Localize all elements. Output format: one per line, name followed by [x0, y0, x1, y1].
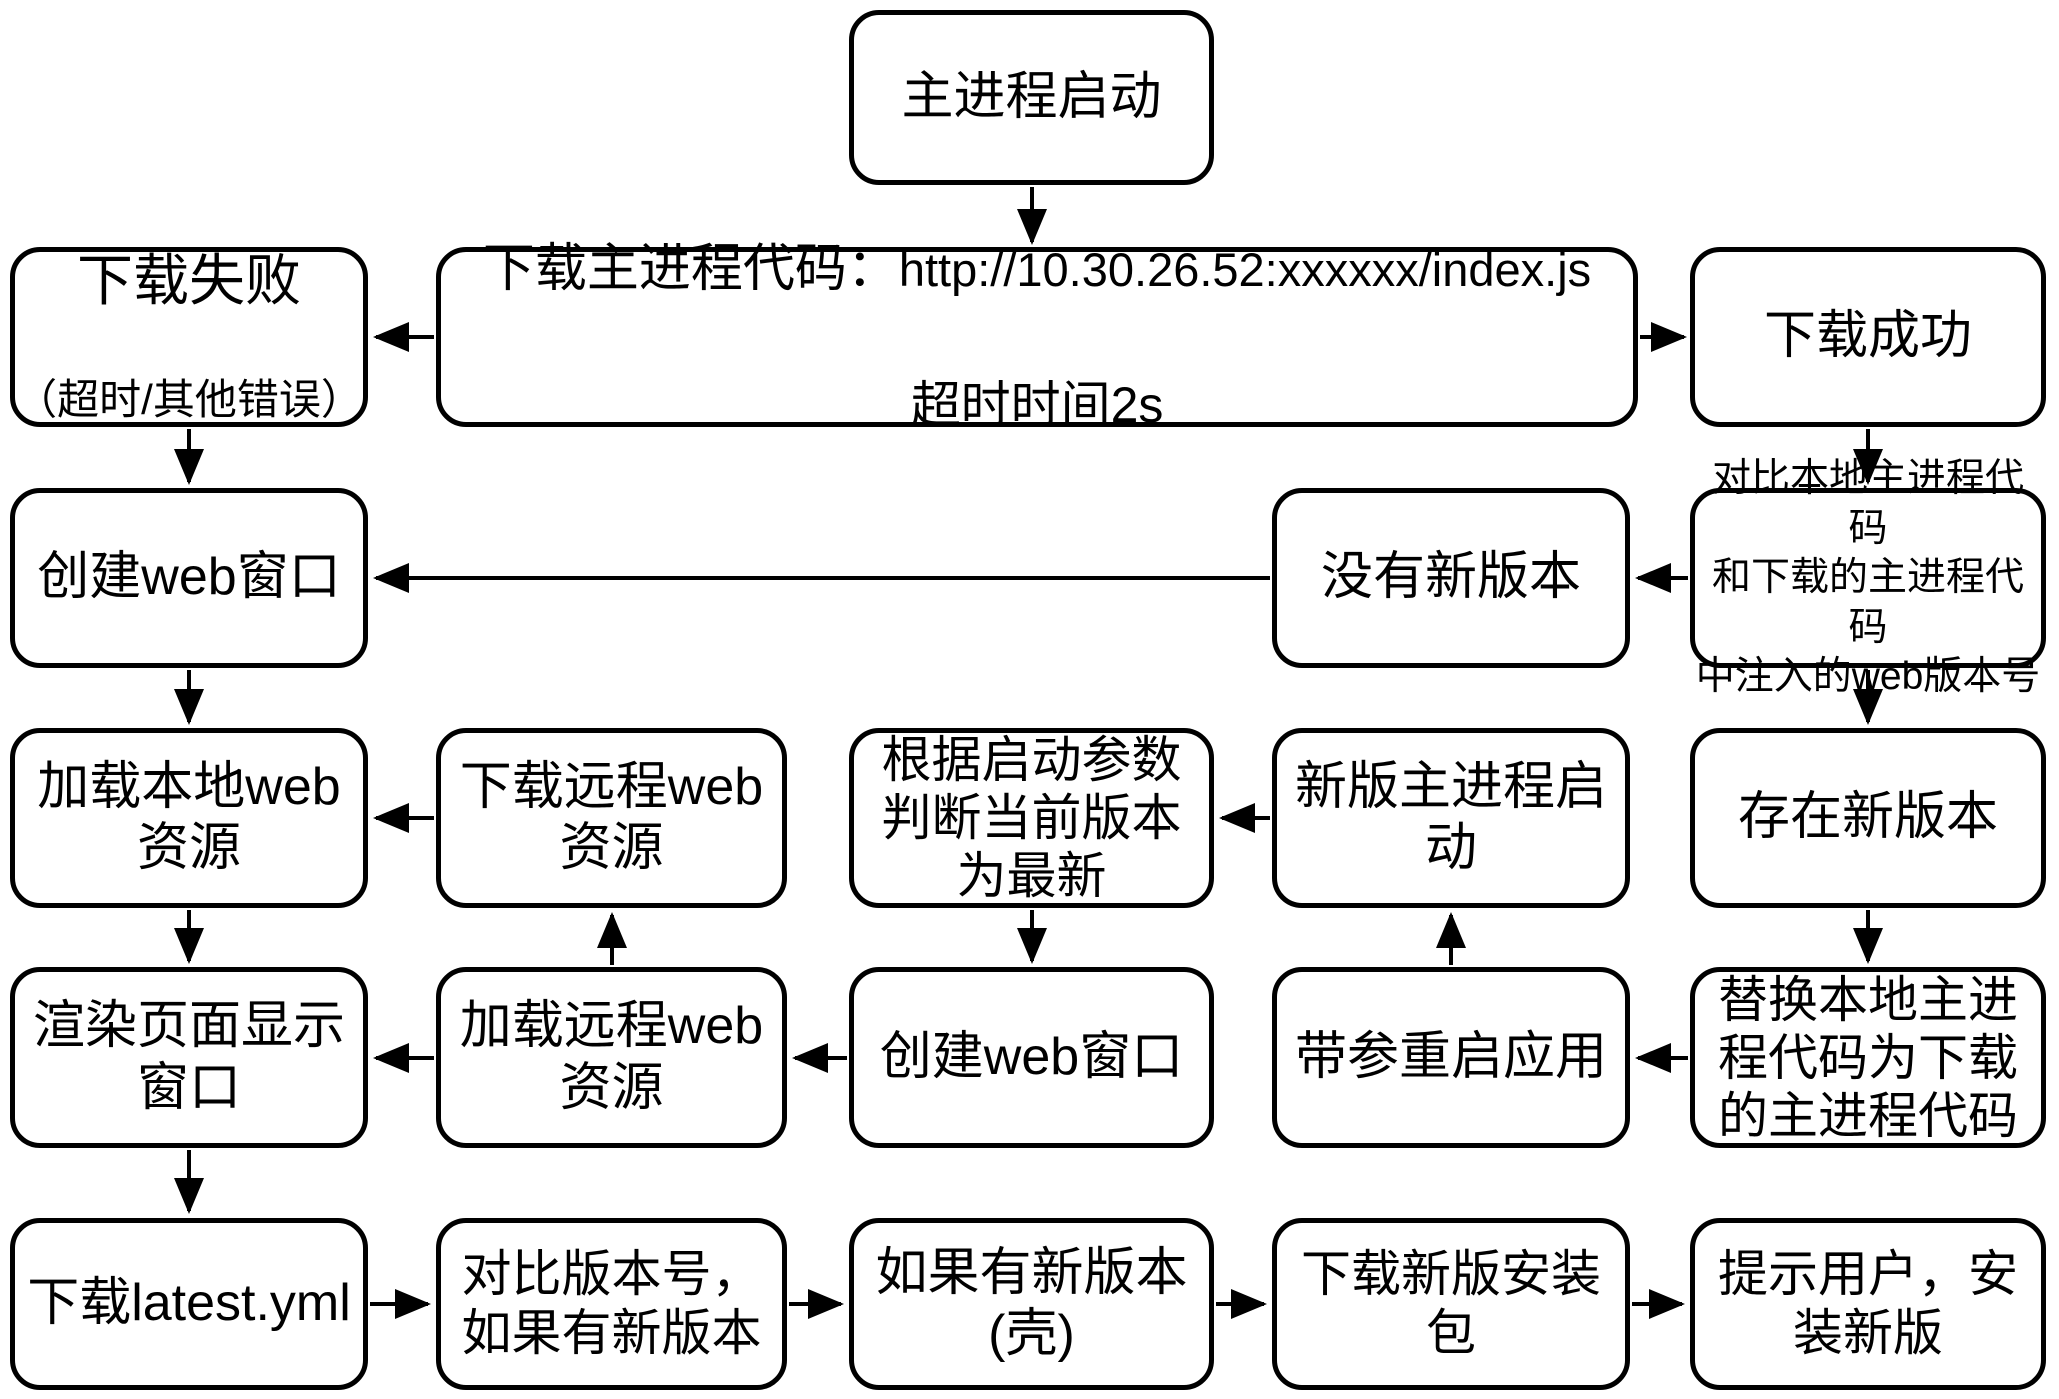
node-download-success: 下载成功 [1690, 247, 2046, 427]
node-prompt-user-install: 提示用户，安 装新版 [1690, 1218, 2046, 1390]
node-label: 加载远程web 资源 [459, 997, 764, 1117]
node-label: 对比版本号， 如果有新版本 [461, 1246, 762, 1361]
node-load-local-web-resources: 加载本地web 资源 [10, 728, 368, 908]
node-label: 下载latest.yml [27, 1274, 351, 1333]
node-download-remote-web-resources: 下载远程web 资源 [436, 728, 787, 908]
node-label: 对比本地主进程代码 和下载的主进程代码 中注入的web版本号 [1695, 457, 2041, 699]
node-label-group: 下载主进程代码：http://10.30.26.52:xxxxxx/index.… [483, 178, 1591, 496]
node-label: 提示用户，安 装新版 [1718, 1246, 2018, 1361]
node-label: 主进程启动 [901, 67, 1162, 126]
node-label: 下载新版安装 包 [1301, 1246, 1601, 1361]
node-create-web-window-2: 创建web窗口 [849, 967, 1214, 1148]
node-download-new-installer: 下载新版安装 包 [1272, 1218, 1630, 1390]
node-render-page-window: 渲染页面显示 窗口 [10, 967, 368, 1148]
node-label-group: 下载失败 （超时/其他错误） [15, 188, 363, 487]
node-compare-web-version: 对比本地主进程代码 和下载的主进程代码 中注入的web版本号 [1690, 457, 2046, 698]
node-judge-current-version-latest: 根据启动参数 判断当前版本 为最新 [849, 728, 1214, 908]
node-label: 带参重启应用 [1294, 1027, 1607, 1086]
node-download-latest-yml: 下载latest.yml [10, 1218, 368, 1390]
download-url: http://10.30.26.52:xxxxxx/index.js [898, 243, 1592, 297]
node-label: 存在新版本 [1737, 788, 1998, 847]
node-label: 创建web窗口 [37, 548, 341, 607]
download-timeout: 超时时间2s [910, 376, 1164, 433]
node-label: 下载远程web 资源 [459, 757, 764, 877]
node-label: 下载成功 [1763, 307, 1972, 366]
node-new-main-process-start: 新版主进程启 动 [1272, 728, 1630, 908]
node-label: 新版主进程启 动 [1294, 757, 1607, 877]
node-label: 根据启动参数 判断当前版本 为最新 [881, 732, 1182, 904]
node-if-new-version-shell: 如果有新版本 (壳) [849, 1218, 1214, 1390]
node-label: 替换本地主进 程代码为下载 的主进程代码 [1718, 971, 2018, 1144]
node-subtitle: （超时/其他错误） [15, 375, 363, 423]
download-url-line: 下载主进程代码：http://10.30.26.52:xxxxxx/index.… [483, 239, 1591, 300]
node-no-new-version: 没有新版本 [1272, 488, 1630, 668]
node-create-web-window-1: 创建web窗口 [10, 488, 368, 668]
node-download-main-code: 下载主进程代码：http://10.30.26.52:xxxxxx/index.… [436, 240, 1638, 433]
node-load-remote-web-resources: 加载远程web 资源 [436, 967, 787, 1148]
node-main-process-start: 主进程启动 [849, 10, 1214, 185]
node-title: 下载失败 [76, 248, 301, 312]
node-label: 如果有新版本 (壳) [875, 1243, 1188, 1363]
node-label: 没有新版本 [1320, 548, 1581, 607]
node-new-version-exists: 存在新版本 [1690, 728, 2046, 908]
node-download-failed: 下载失败 （超时/其他错误） [10, 247, 368, 427]
node-restart-with-args: 带参重启应用 [1272, 967, 1630, 1148]
node-label: 创建web窗口 [879, 1027, 1184, 1086]
node-label: 加载本地web 资源 [37, 757, 341, 877]
node-compare-version-number: 对比版本号， 如果有新版本 [436, 1218, 787, 1390]
download-label: 下载主进程代码： [482, 240, 899, 299]
node-label: 渲染页面显示 窗口 [32, 997, 345, 1117]
node-replace-local-main-code: 替换本地主进 程代码为下载 的主进程代码 [1690, 967, 2046, 1148]
